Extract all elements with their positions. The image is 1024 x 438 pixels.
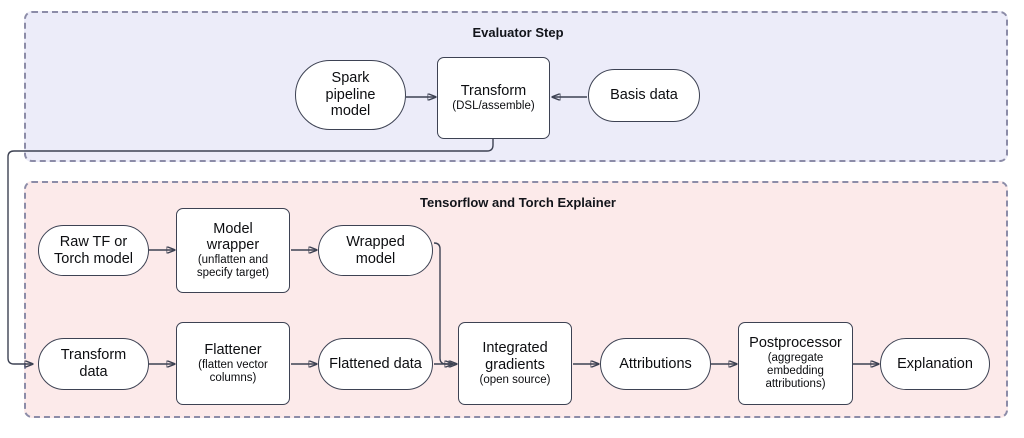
node-postprocessor-sub2: embedding xyxy=(767,365,824,378)
node-attributions-title: Attributions xyxy=(619,355,692,372)
node-raw-tf-or-torch-model-line1: Raw TF or xyxy=(59,233,128,250)
node-model-wrapper-sub2: specify target) xyxy=(196,267,270,280)
node-explanation[interactable]: Explanation xyxy=(880,338,990,390)
node-basis-data[interactable]: Basis data xyxy=(588,69,700,122)
node-postprocessor-title: Postprocessor xyxy=(749,335,842,352)
node-model-wrapper-line2: wrapper xyxy=(206,237,260,254)
node-transform-data[interactable]: Transform data xyxy=(38,338,149,390)
node-integrated-gradients-sub: (open source) xyxy=(479,373,551,386)
node-flattened-data[interactable]: Flattened data xyxy=(318,338,433,390)
node-integrated-gradients-line1: Integrated xyxy=(482,340,548,357)
node-wrapped-model[interactable]: Wrapped model xyxy=(318,225,433,276)
node-spark-pipeline-model-line3: model xyxy=(330,103,371,120)
node-attributions[interactable]: Attributions xyxy=(600,338,711,390)
node-spark-pipeline-model-line2: pipeline xyxy=(325,86,376,103)
node-integrated-gradients-line2: gradients xyxy=(485,356,545,373)
node-flattener-sub2: columns) xyxy=(209,371,257,384)
node-wrapped-model-line2: model xyxy=(355,250,396,267)
node-integrated-gradients[interactable]: Integrated gradients (open source) xyxy=(458,322,572,405)
node-model-wrapper-line1: Model xyxy=(213,220,253,237)
node-transform-title: Transform xyxy=(460,83,527,100)
node-explanation-title: Explanation xyxy=(897,355,973,372)
node-transform-subtitle: (DSL/assemble) xyxy=(452,99,535,112)
node-flattener-sub1: (flatten vector xyxy=(198,358,268,371)
node-postprocessor[interactable]: Postprocessor (aggregate embedding attri… xyxy=(738,322,853,405)
node-postprocessor-sub3: attributions) xyxy=(765,378,826,391)
node-flattened-data-title: Flattened data xyxy=(329,355,422,372)
node-raw-tf-or-torch-model[interactable]: Raw TF or Torch model xyxy=(38,225,149,276)
node-postprocessor-sub1: (aggregate xyxy=(767,352,824,365)
node-flattener[interactable]: Flattener (flatten vector columns) xyxy=(176,322,290,405)
node-spark-pipeline-model-line1: Spark xyxy=(331,69,370,86)
node-flattener-title: Flattener xyxy=(204,341,262,358)
node-raw-tf-or-torch-model-line2: Torch model xyxy=(54,250,133,267)
node-basis-data-title: Basis data xyxy=(610,87,678,104)
node-wrapped-model-line1: Wrapped xyxy=(346,233,405,250)
node-transform-data-line1: Transform xyxy=(60,347,127,364)
node-transform-data-line2: data xyxy=(79,364,108,380)
group-title-tensorflow-torch-explainer: Tensorflow and Torch Explainer xyxy=(420,195,616,210)
node-transform[interactable]: Transform (DSL/assemble) xyxy=(437,57,550,139)
node-model-wrapper[interactable]: Model wrapper (unflatten and specify tar… xyxy=(176,208,290,293)
node-model-wrapper-sub1: (unflatten and xyxy=(197,254,269,267)
node-spark-pipeline-model[interactable]: Spark pipeline model xyxy=(295,60,406,130)
group-title-evaluator-step: Evaluator Step xyxy=(472,25,564,40)
